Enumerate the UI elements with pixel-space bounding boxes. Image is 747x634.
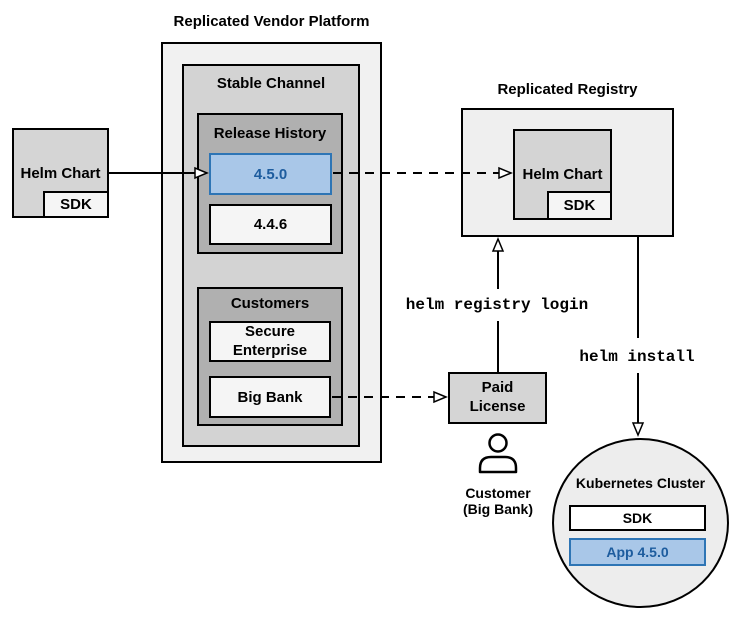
customer-big-bank-box: Big Bank — [209, 376, 331, 418]
source-sdk-box: SDK — [43, 191, 109, 218]
customers-label: Customers — [230, 295, 310, 312]
release-history-label: Release History — [213, 125, 327, 142]
arrowhead-icon — [491, 237, 505, 252]
customer-label-line1: Customer — [465, 485, 531, 501]
arrowhead-icon — [433, 390, 448, 404]
vendor-platform-title: Replicated Vendor Platform — [173, 13, 370, 30]
arrowhead-icon — [631, 422, 645, 437]
customer-label-line2: (Big Bank) — [463, 501, 533, 517]
version-4-4-6-box: 4.4.6 — [209, 204, 332, 245]
helm-registry-login-label: helm registry login — [405, 296, 589, 314]
registry-title: Replicated Registry — [497, 81, 638, 98]
paid-license-box: Paid License — [448, 372, 547, 424]
kubernetes-cluster-title: Kubernetes Cluster — [575, 475, 706, 491]
customer-label: Customer (Big Bank) — [438, 485, 558, 517]
customer-icon-head — [488, 433, 508, 453]
cluster-sdk-box: SDK — [569, 505, 706, 531]
customer-icon-body — [478, 455, 518, 474]
stable-channel-label: Stable Channel — [216, 75, 326, 92]
customer-secure-enterprise-box: Secure Enterprise — [209, 321, 331, 362]
version-4-5-0-box: 4.5.0 — [209, 153, 332, 195]
cluster-app-box: App 4.5.0 — [569, 538, 706, 566]
registry-sdk-box: SDK — [547, 191, 612, 220]
helm-install-label: helm install — [579, 348, 695, 366]
customer-icon — [478, 433, 518, 474]
